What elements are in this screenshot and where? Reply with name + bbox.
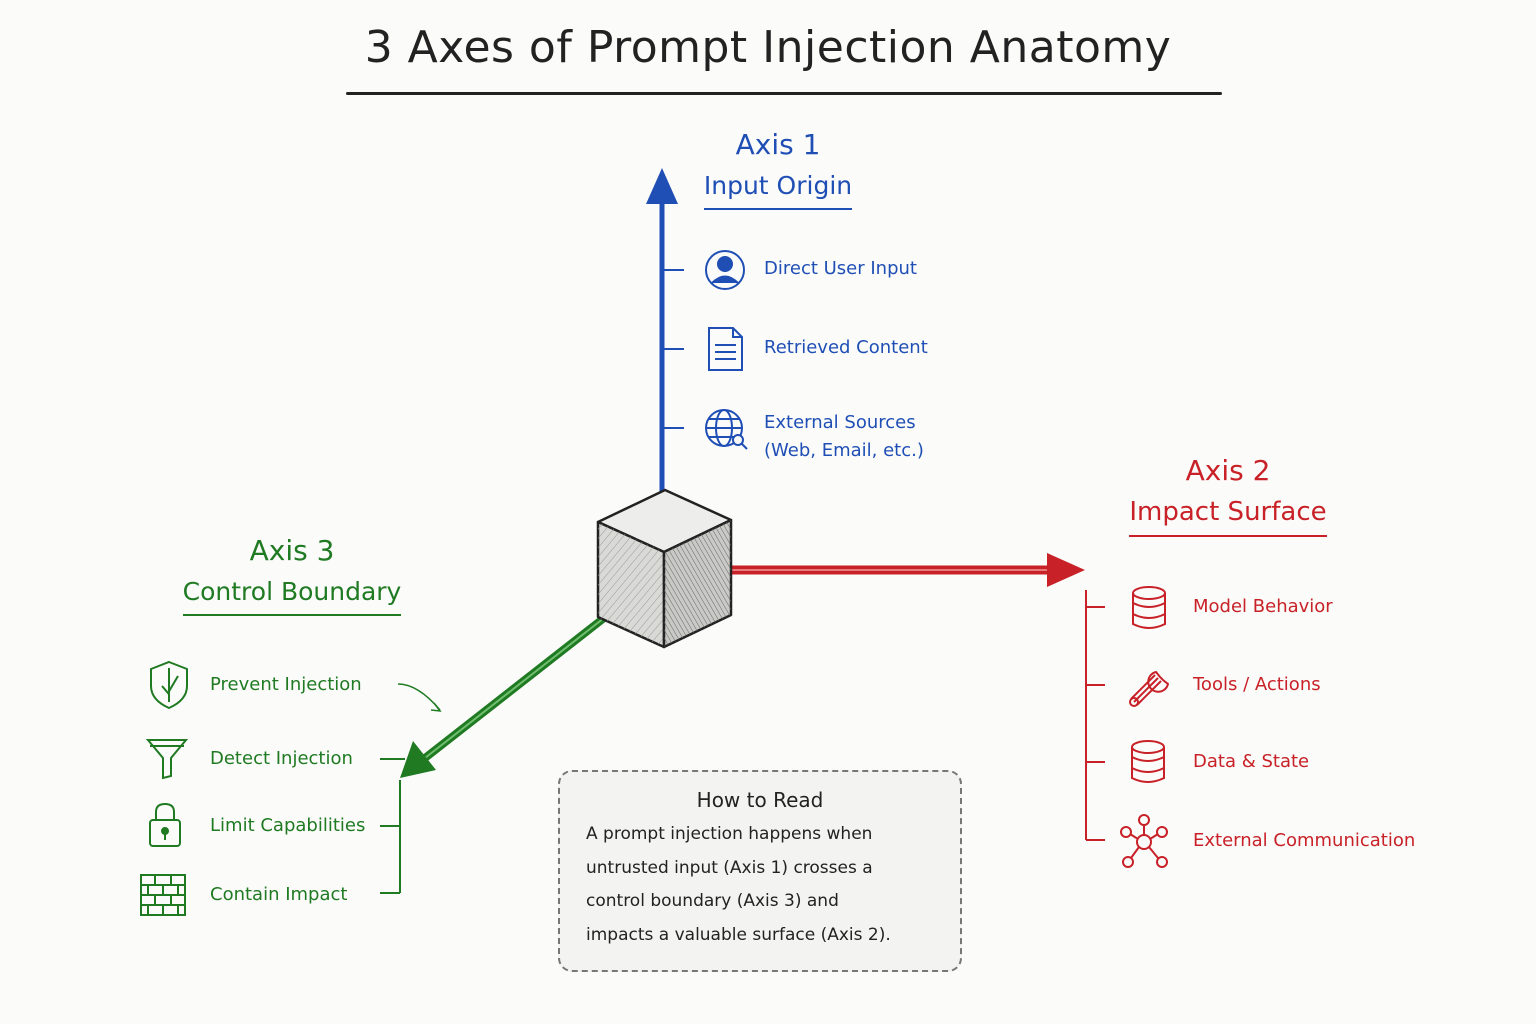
axis3-item-contain-impact: Contain Impact [210,884,348,905]
axis1-item-direct-user-input: Direct User Input [764,258,917,279]
diagram-title: 3 Axes of Prompt Injection Anatomy [364,22,1172,73]
cube-origin [596,488,733,649]
how-to-read-line: control boundary (Axis 3) and [586,891,839,911]
document-icon [708,327,743,371]
how-to-read-line: impacts a valuable surface (Axis 2). [586,924,891,945]
database-icon [1132,586,1166,629]
axis2-number: Axis 2 [1185,454,1271,487]
database-icon [1131,740,1165,783]
axis3-item-limit-capabilities: Limit Capabilities [210,815,366,836]
axis1-item-retrieved-content: Retrieved Content [764,337,928,358]
axis3-name: Control Boundary [182,577,402,616]
axis1-item-external-sources: External Sources (Web, Email, etc.) [764,409,924,465]
network-icon [1120,814,1168,868]
firewall-icon [140,874,186,916]
axis2-heading: Axis 2 Impact Surface [1108,454,1348,537]
user-icon [705,250,745,290]
shield-icon [150,660,188,710]
axis2-item-tools-actions: Tools / Actions [1193,674,1321,695]
axis1-number: Axis 1 [735,128,821,161]
how-to-read-line: untrusted input (Axis 1) crosses a [586,857,873,878]
how-to-read-line: A prompt injection happens when [586,824,873,844]
axis3-number: Axis 3 [249,534,335,567]
wrench-icon [1129,670,1170,707]
filter-icon [145,739,189,780]
how-to-read-box: How to Read A prompt injection happens w… [558,770,962,972]
axis3-item-detect-injection: Detect Injection [210,748,353,769]
axis1-item-external-sources-line2: (Web, Email, etc.) [764,440,924,461]
how-to-read-title: How to Read [696,788,824,812]
axis1-name: Input Origin [703,171,853,210]
axis2-arrow [727,553,1105,841]
axis1-heading: Axis 1 Input Origin [690,128,866,210]
axis2-item-external-communication: External Communication [1193,830,1416,851]
axis2-item-model-behavior: Model Behavior [1193,596,1333,617]
title-underline [346,92,1222,95]
lock-icon [149,802,181,847]
axis2-name: Impact Surface [1129,497,1327,537]
axis1-item-external-sources-line1: External Sources [764,412,916,433]
axis3-heading: Axis 3 Control Boundary [162,534,422,616]
axis2-item-data-state: Data & State [1193,751,1310,772]
globe-search-icon [705,409,748,450]
axis1-arrow [646,168,684,495]
how-to-read-body: A prompt injection happens when untruste… [586,818,934,952]
axis3-arrow [380,614,608,894]
axis3-item-prevent-injection: Prevent Injection [210,674,362,695]
